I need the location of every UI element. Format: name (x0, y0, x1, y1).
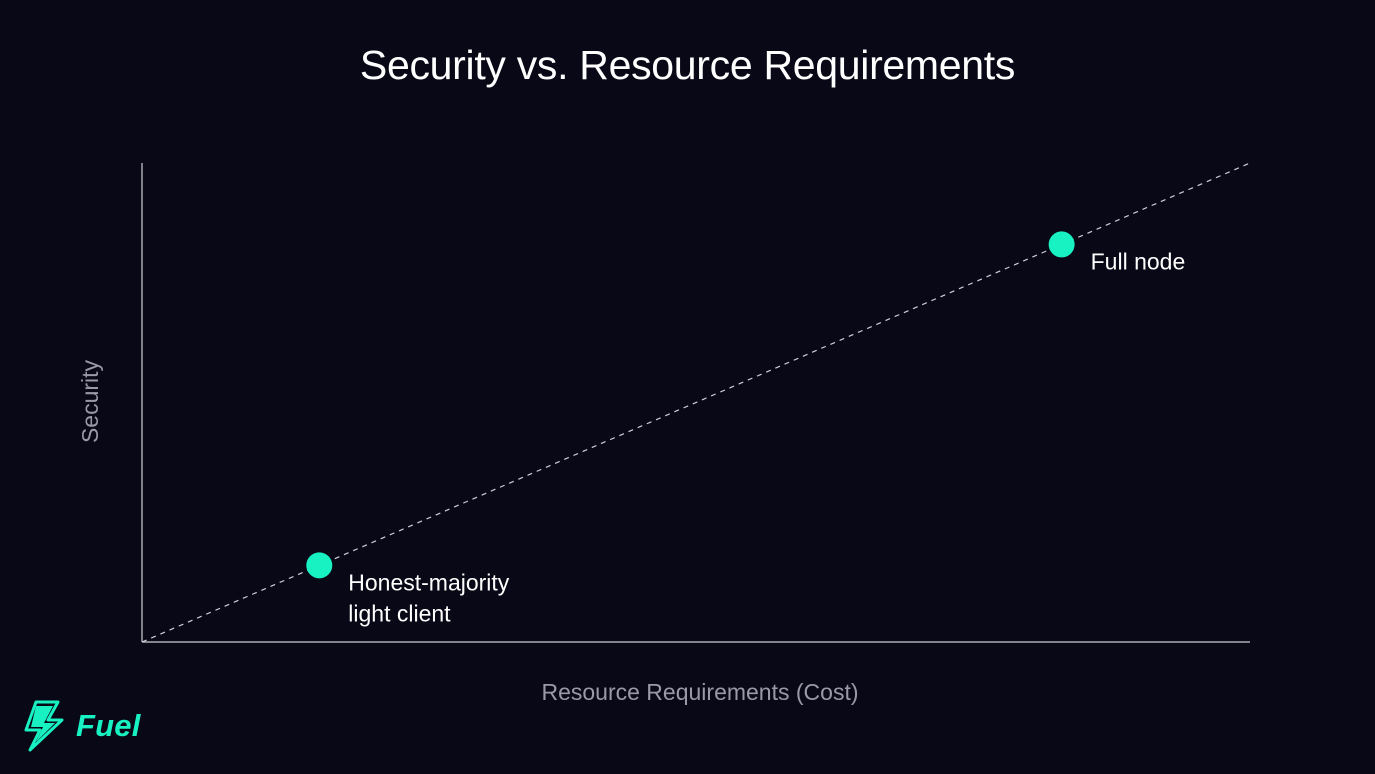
fuel-logo: Fuel (22, 700, 141, 752)
point-marker (306, 552, 333, 579)
x-axis-title: Resource Requirements (Cost) (541, 679, 858, 705)
point-label: Full node (1091, 248, 1186, 274)
data-point: Full node (1048, 231, 1186, 274)
y-axis-title: Security (77, 359, 103, 443)
lightning-bolt-icon (24, 700, 64, 752)
point-label: light client (348, 600, 451, 626)
data-points: Honest-majority light client Full node (306, 231, 1185, 626)
logo-text: Fuel (76, 708, 141, 743)
point-label: Honest-majority (348, 569, 510, 595)
point-marker (1048, 231, 1075, 258)
data-point: Honest-majority light client (306, 552, 510, 626)
page-title: Security vs. Resource Requirements (359, 42, 1016, 88)
